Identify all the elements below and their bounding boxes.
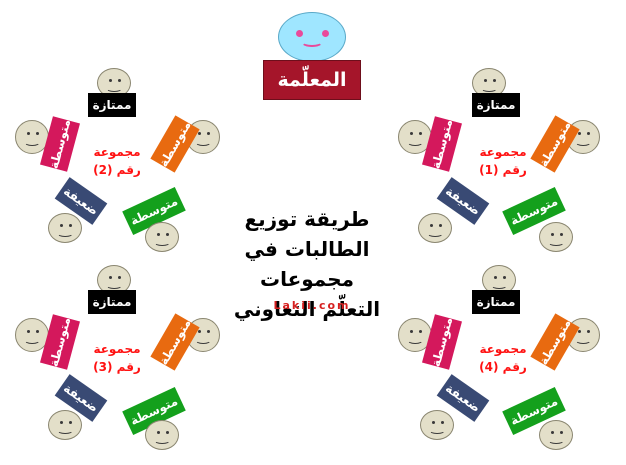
eye	[156, 232, 160, 236]
eye	[503, 275, 507, 279]
title-line: طريقة توزيع	[244, 207, 370, 231]
group-label-line: رقم (2)	[93, 163, 141, 177]
group-number-label: مجموعة رقم (2)	[80, 143, 154, 179]
mouth	[481, 85, 497, 92]
eye	[59, 223, 63, 227]
eye	[419, 330, 423, 334]
card-excellent: ممتازة	[472, 290, 520, 314]
card-average: متوسطة	[422, 116, 462, 172]
group-number-label: مجموعة رقم (4)	[466, 340, 540, 376]
card-average: متوسطة	[40, 116, 80, 172]
group-number-label: مجموعة رقم (1)	[466, 143, 540, 179]
student-face-icon	[539, 222, 573, 252]
eye	[59, 420, 63, 424]
mouth	[154, 239, 170, 246]
eye	[409, 330, 413, 334]
mouth	[57, 427, 73, 434]
mouth	[57, 230, 73, 237]
mouth	[491, 282, 507, 289]
eye	[207, 330, 211, 334]
student-face-icon	[145, 222, 179, 252]
group-label-line: مجموعة	[93, 145, 141, 159]
eye	[197, 132, 201, 136]
mouth	[575, 139, 591, 147]
teacher-face-icon	[278, 12, 346, 62]
mouth	[195, 139, 211, 147]
eye	[197, 330, 201, 334]
group-label-line: رقم (1)	[479, 163, 527, 177]
eye	[431, 420, 435, 424]
mouth	[106, 282, 122, 289]
student-face-icon	[418, 213, 452, 243]
eye	[493, 275, 497, 279]
site-watermark: Lakii.com	[273, 299, 351, 312]
student-face-icon	[145, 420, 179, 450]
eye	[118, 275, 122, 279]
card-average: متوسطة	[40, 314, 80, 370]
student-face-icon	[48, 213, 82, 243]
eye	[36, 132, 40, 136]
mouth	[195, 337, 211, 345]
eye	[429, 223, 433, 227]
eye	[587, 132, 591, 136]
mouth	[407, 337, 423, 345]
mouth	[548, 437, 564, 444]
group-label-line: رقم (3)	[93, 360, 141, 374]
eye	[108, 78, 112, 82]
mouth	[407, 139, 423, 147]
eye	[36, 330, 40, 334]
eye	[560, 430, 564, 434]
mouth	[106, 85, 122, 92]
eye	[166, 232, 170, 236]
eye	[550, 232, 554, 236]
eye	[577, 330, 581, 334]
group-label-line: رقم (4)	[479, 360, 527, 374]
title-line: التعلّم التعاوني	[233, 297, 381, 321]
teacher-label: المعلّمة	[263, 60, 361, 100]
mouth	[24, 139, 40, 147]
eye	[587, 330, 591, 334]
mouth	[24, 337, 40, 345]
eye	[69, 223, 73, 227]
eye	[419, 132, 423, 136]
eye	[493, 78, 497, 82]
mouth	[548, 239, 564, 246]
eye	[26, 132, 30, 136]
student-face-icon	[48, 410, 82, 440]
eye	[166, 430, 170, 434]
card-excellent: ممتازة	[472, 93, 520, 117]
student-face-icon	[420, 410, 454, 440]
group-label-line: مجموعة	[479, 342, 527, 356]
mouth	[427, 230, 443, 237]
eye	[577, 132, 581, 136]
eye	[118, 78, 122, 82]
eye	[439, 223, 443, 227]
card-average: متوسطة	[422, 314, 462, 370]
eye	[108, 275, 112, 279]
eye	[26, 330, 30, 334]
eye	[409, 132, 413, 136]
diagram-title: طريقة توزيع الطالبات في مجموعات التعلّم …	[200, 204, 414, 324]
group-number-label: مجموعة رقم (3)	[80, 340, 154, 376]
mouth	[575, 337, 591, 345]
eye	[483, 78, 487, 82]
student-face-icon	[539, 420, 573, 450]
title-line: الطالبات في مجموعات	[244, 237, 370, 291]
mouth	[429, 427, 445, 434]
eye	[156, 430, 160, 434]
eye	[207, 132, 211, 136]
eye	[441, 420, 445, 424]
eye	[560, 232, 564, 236]
eye	[550, 430, 554, 434]
card-excellent: ممتازة	[88, 93, 136, 117]
group-label-line: مجموعة	[479, 145, 527, 159]
card-excellent: ممتازة	[88, 290, 136, 314]
group-label-line: مجموعة	[93, 342, 141, 356]
eye	[69, 420, 73, 424]
mouth	[154, 437, 170, 444]
